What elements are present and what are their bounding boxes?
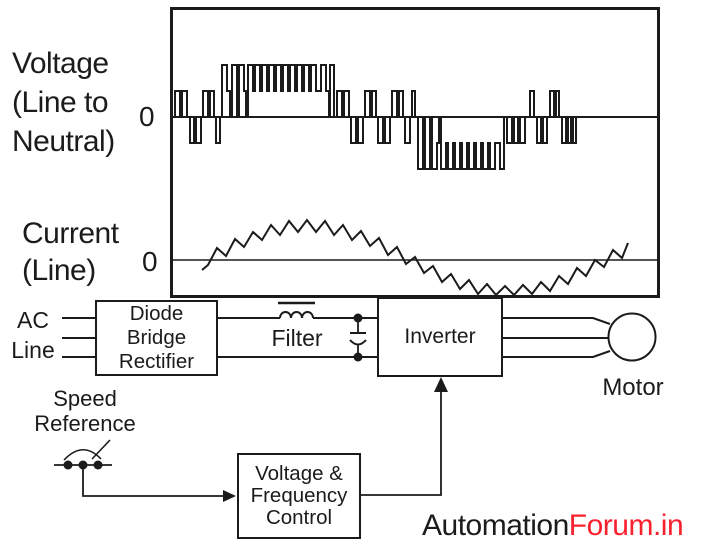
speed-ref-line2: Reference <box>34 411 136 436</box>
block-diode-bridge-rectifier: Diode Bridge Rectifier <box>95 300 218 376</box>
current-label-line2: (Line) <box>22 254 96 287</box>
ac-input-label: AC Line <box>8 305 58 365</box>
current-ripple-waveform <box>201 218 629 297</box>
voltage-label-line1: Voltage <box>12 47 109 80</box>
rectifier-label-line1: Diode <box>129 302 184 325</box>
block-voltage-frequency-control: Voltage & Frequency Control <box>237 453 361 539</box>
speed-ref-line1: Speed <box>53 386 117 411</box>
motor-circle <box>607 312 657 362</box>
voltage-panel-label: Voltage (Line to Neutral) <box>12 44 115 161</box>
voltage-label-line3: Neutral) <box>12 125 115 158</box>
arrowhead-right-icon <box>223 490 236 502</box>
current-panel-label: Current (Line) <box>22 215 119 289</box>
vf-control-line3: Control <box>265 506 333 529</box>
arrowhead-up-icon <box>434 377 448 392</box>
current-label-line1: Current <box>22 217 119 250</box>
dc-link-lines <box>218 317 377 358</box>
ac-input-lines <box>62 317 95 358</box>
vf-control-line2: Frequency <box>250 484 348 507</box>
inverter-label: Inverter <box>404 325 476 348</box>
watermark: AutomationForum.in <box>422 509 684 543</box>
motor-lines <box>502 317 611 358</box>
watermark-black-part: Automation <box>422 509 569 542</box>
inductor-icon <box>278 301 315 319</box>
scope-frame <box>170 7 660 298</box>
filter-label: Filter <box>271 325 323 351</box>
vf-control-line1: Voltage & <box>255 462 343 485</box>
block-inverter: Inverter <box>377 297 503 377</box>
rectifier-label-line3: Rectifier <box>118 350 195 373</box>
speed-reference-label: Speed Reference <box>34 386 136 436</box>
motor-label: Motor <box>602 374 664 401</box>
voltage-pwm-waveform <box>170 64 658 170</box>
voltage-zero-label: 0 <box>139 101 155 132</box>
watermark-red-part: Forum.in <box>568 509 684 542</box>
current-zero-label: 0 <box>142 246 158 277</box>
capacitor-icon <box>349 313 367 362</box>
control-to-inverter-line <box>360 390 442 496</box>
voltage-label-line2: (Line to <box>12 86 109 119</box>
rectifier-label-line2: Bridge <box>126 326 187 349</box>
ac-label-line2: Line <box>11 337 55 363</box>
speed-reference-line <box>82 465 224 497</box>
ac-label-line1: AC <box>17 307 49 333</box>
